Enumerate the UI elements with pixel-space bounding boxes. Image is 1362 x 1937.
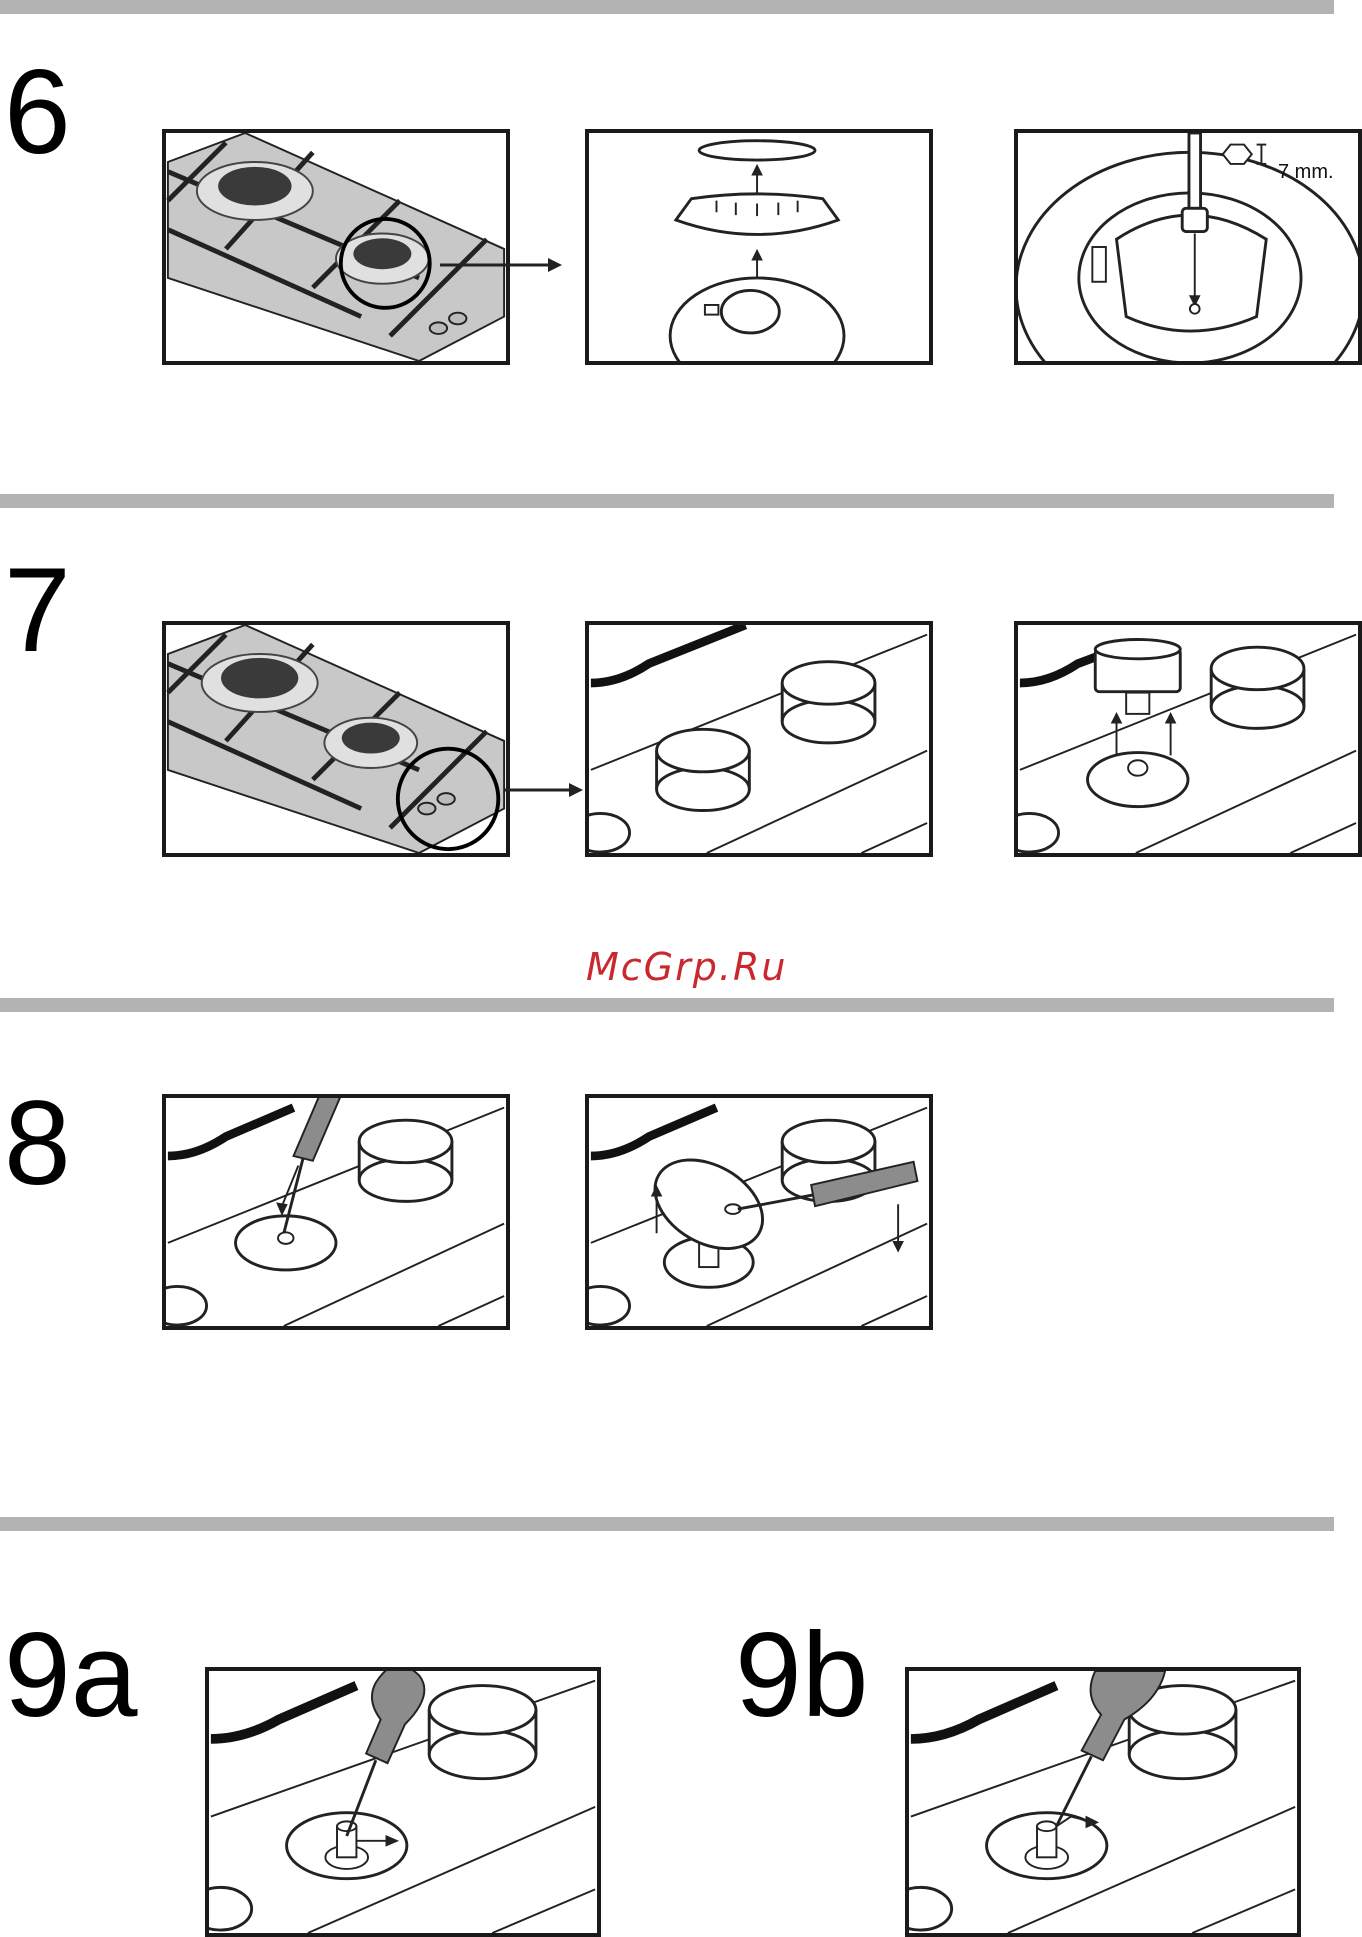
figure-9b-adjusting-screw (905, 1667, 1301, 1937)
figure-6a-hob-overview (162, 129, 510, 365)
figure-8b-lifting-knob-base (585, 1094, 933, 1330)
wrench-size-label: 7 mm. (1278, 161, 1334, 184)
figure-7a-hob-overview (162, 621, 510, 857)
separator-rule-top (0, 0, 1334, 14)
separator-rule-3 (0, 998, 1334, 1012)
step-number-6: 6 (4, 52, 71, 172)
step-number-7: 7 (4, 550, 71, 670)
step-number-9b: 9b (735, 1615, 868, 1735)
step-number-9a: 9a (4, 1615, 137, 1735)
watermark-text: McGrp.Ru (586, 945, 787, 989)
separator-rule-2 (0, 494, 1334, 508)
figure-6c-injector-wrench: 7 mm. (1014, 129, 1362, 365)
step-number-8: 8 (4, 1083, 71, 1203)
figure-8a-screwdriver-on-knob-base (162, 1094, 510, 1330)
figure-7c-knob-removal (1014, 621, 1362, 857)
figure-6b-burner-exploded (585, 129, 933, 365)
figure-9a-adjusting-screw (205, 1667, 601, 1937)
separator-rule-4 (0, 1517, 1334, 1531)
figure-7b-control-knobs (585, 621, 933, 857)
arrow-6a-to-6b (440, 255, 565, 275)
arrow-7a-to-7b (505, 780, 585, 800)
